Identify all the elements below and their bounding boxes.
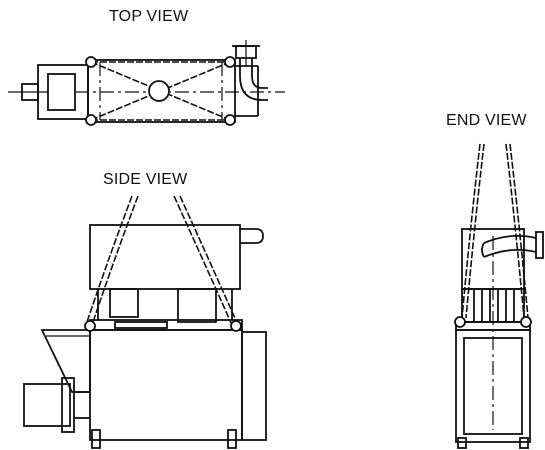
top-view-elbow-inner: [251, 58, 268, 89]
end-view-outlet-flange: [535, 231, 544, 259]
side-view-upper-box: [89, 224, 241, 290]
side-view-chain-left: [91, 195, 139, 326]
top-view-shackle: [85, 114, 97, 126]
side-view-chain-right: [173, 195, 233, 326]
top-view-shackle: [224, 56, 236, 68]
side-view-shackle: [230, 320, 242, 332]
top-view-lift-ring: [148, 80, 170, 102]
top-view-shackle: [224, 114, 236, 126]
side-view-block-left: [109, 288, 139, 318]
end-view-outlet-pipe-end: [481, 242, 485, 258]
end-view-chain-left-b: [465, 143, 485, 319]
side-view-inlet-pipe: [23, 383, 71, 427]
end-view-shackle: [520, 316, 532, 328]
side-view-chain-left-b: [85, 195, 133, 326]
end-view-drawing: [454, 143, 544, 449]
side-view-base-pad: [114, 321, 168, 329]
side-view-lower-body: [89, 329, 243, 441]
end-view-label: END VIEW: [446, 112, 527, 129]
side-view-chain-right-b: [179, 195, 239, 326]
side-view-inlet-flange: [61, 377, 75, 433]
side-view-hopper: [40, 329, 91, 393]
top-view-drawing: [8, 40, 285, 126]
side-view-block-right: [177, 288, 217, 323]
end-view-outlet-pipe-top: [483, 234, 537, 244]
side-view-drawing: [23, 195, 267, 449]
top-view-inlet-square: [47, 73, 76, 111]
end-view-outlet-pipe-bottom: [483, 248, 537, 258]
side-view-leg-left: [91, 429, 101, 449]
side-view-leg-right: [227, 429, 237, 449]
end-view-shackle: [454, 316, 466, 328]
end-view-chain-right-b: [509, 143, 529, 319]
end-view-leg-left: [457, 437, 467, 449]
top-view-shackle: [85, 56, 97, 68]
end-view-chain-left: [461, 143, 481, 319]
side-view-right-flange: [241, 331, 267, 441]
end-view-leg-right: [519, 437, 529, 449]
side-view-pipe-stub: [240, 228, 264, 244]
side-view-label: SIDE VIEW: [103, 171, 188, 188]
side-view-shackle: [84, 320, 96, 332]
top-view-label: TOP VIEW: [109, 8, 189, 25]
end-view-chain-right: [505, 143, 525, 319]
top-view-elbow-outer: [239, 58, 268, 101]
